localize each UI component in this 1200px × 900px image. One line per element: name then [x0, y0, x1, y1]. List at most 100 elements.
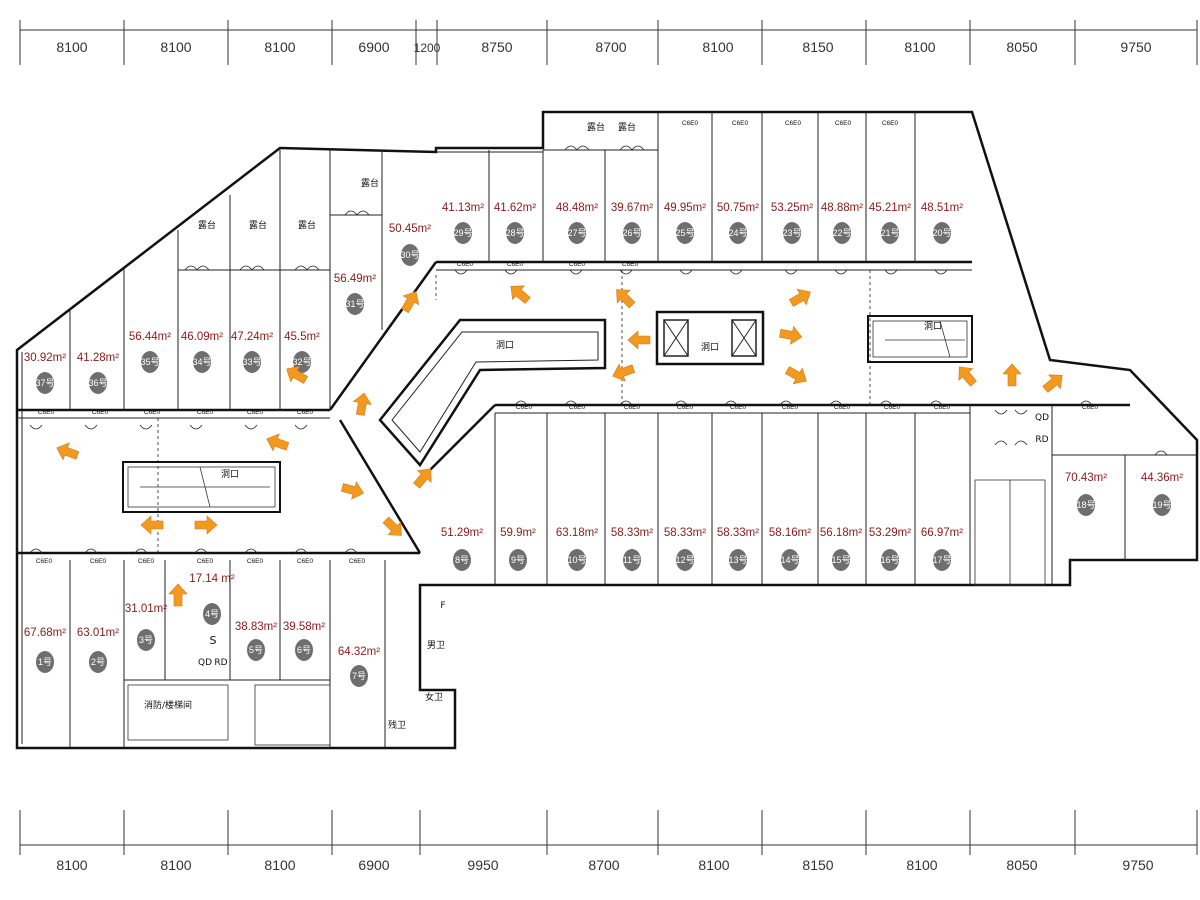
unit-area-label: 63.01m² — [77, 627, 119, 639]
top-dim-5: 1200 — [414, 41, 441, 55]
unit-number-badge — [832, 549, 850, 571]
door-code: C6E0 — [677, 404, 694, 411]
flow-arrow-icon — [1002, 363, 1022, 387]
unit-number-label: 17号 — [932, 555, 951, 565]
unit-area-label: 56.18m² — [820, 527, 862, 539]
unit-area-label: 51.29m² — [441, 527, 483, 539]
unit-area-label: 41.28m² — [77, 352, 119, 364]
unit-number-label: 20号 — [932, 228, 951, 238]
unit-number-badge — [676, 549, 694, 571]
door-code: C6E0 — [569, 404, 586, 411]
unit-number-label: 29号 — [453, 228, 472, 238]
unit-number-badge — [454, 222, 472, 244]
flow-arrow-icon — [612, 363, 636, 382]
flow-arrow-icon — [788, 288, 811, 307]
door-code: C6E0 — [297, 558, 314, 565]
unit-number-badge — [350, 665, 368, 687]
unit-number-badge — [1077, 494, 1095, 516]
unit-area-label: 53.29m² — [869, 527, 911, 539]
unit-number-label: 1号 — [38, 657, 52, 667]
unit-area-label: 47.24m² — [231, 331, 273, 343]
unit-number-label: 7号 — [352, 671, 366, 681]
unit-number-label: 4号 — [205, 609, 219, 619]
bottom-dimension-bar: 8100 8100 8100 6900 9950 8700 8100 8150 … — [19, 810, 1198, 873]
flow-arrow-icon — [140, 515, 164, 535]
door-code: C6E0 — [38, 409, 55, 416]
unit-area-label: 48.51m² — [921, 202, 963, 214]
flow-arrow-icon — [382, 516, 402, 536]
opening-label: 洞口 — [701, 342, 719, 353]
unit-area-label: 38.83m² — [235, 621, 277, 633]
unit-area-label: 70.43m² — [1065, 472, 1107, 484]
unit-number-label: 14号 — [780, 555, 799, 565]
elevator-core — [655, 310, 765, 366]
unit-number-badge — [247, 639, 265, 661]
unit-number-badge — [36, 372, 54, 394]
unit-area-label: 50.45m² — [389, 223, 431, 235]
unit-number-badge — [137, 629, 155, 651]
flow-arrow-icon — [616, 289, 636, 309]
unit-number-badge — [506, 222, 524, 244]
door-code: C6E0 — [682, 120, 699, 127]
flow-arrow-icon — [194, 515, 218, 535]
unit-number-badge — [623, 222, 641, 244]
unit-area-label: 41.13m² — [442, 202, 484, 214]
unit-number-badge — [729, 549, 747, 571]
stairs — [122, 315, 1046, 746]
unit-number-badge — [1153, 494, 1171, 516]
door-code: C6E0 — [569, 261, 586, 268]
unit-number-badge — [509, 549, 527, 571]
unit-area-label: 53.25m² — [771, 202, 813, 214]
unit-number-badge — [141, 351, 159, 373]
bottom-dim-11: 9750 — [1122, 857, 1153, 873]
door-code: C6E0 — [834, 404, 851, 411]
bottom-dim-3: 8100 — [264, 857, 295, 873]
door-code: C6E0 — [732, 120, 749, 127]
unit-area-label: 39.58m² — [283, 621, 325, 633]
unit-area-label: 56.49m² — [334, 273, 376, 285]
unit-area-label: 66.97m² — [921, 527, 963, 539]
door-code: C6E0 — [516, 404, 533, 411]
unit-area-label: 58.16m² — [769, 527, 811, 539]
unit-number-badge — [36, 651, 54, 673]
top-dim-11: 8050 — [1006, 39, 1037, 55]
unit-number-badge — [295, 639, 313, 661]
balcony-label: 露台 — [298, 219, 316, 231]
door-code: C6E0 — [349, 558, 366, 565]
bottom-dim-5: 9950 — [467, 857, 498, 873]
left-wing-partitions — [69, 150, 383, 410]
dashed-guides — [16, 270, 871, 553]
top-dim-6: 8750 — [481, 39, 512, 55]
balcony-label: 露台 — [587, 121, 605, 133]
opening-label: 洞口 — [221, 469, 239, 480]
bottom-right-partitions — [494, 405, 1197, 585]
unit-number-label: 6号 — [297, 645, 311, 655]
bottom-dim-2: 8100 — [160, 857, 191, 873]
bottom-dim-7: 8100 — [698, 857, 729, 873]
unit-number-badge — [568, 549, 586, 571]
door-code: C6E0 — [782, 404, 799, 411]
rd-label: RD — [1035, 435, 1048, 445]
opening-label: 洞口 — [924, 321, 942, 332]
door-code: C6E0 — [785, 120, 802, 127]
rd-label: RD — [214, 658, 227, 668]
unit-number-badge — [568, 222, 586, 244]
unit-area-label: 46.09m² — [181, 331, 223, 343]
unit-area-label: 45.21m² — [869, 202, 911, 214]
unit-number-label: 25号 — [675, 228, 694, 238]
door-code: C6E0 — [138, 558, 155, 565]
unit-area-label: 64.32m² — [338, 646, 380, 658]
flow-arrow-icon — [1042, 374, 1063, 393]
door-code: C6E0 — [144, 409, 161, 416]
unit-area-label: 45.5m² — [284, 331, 320, 343]
unit-number-label: 33号 — [242, 357, 261, 367]
unit-area-label: 58.33m² — [611, 527, 653, 539]
unit-number-label: 37号 — [35, 378, 54, 388]
flow-arrow-icon — [168, 583, 188, 607]
unit-number-label: 8号 — [455, 555, 469, 565]
unit-area-label: 39.67m² — [611, 202, 653, 214]
top-dim-4: 6900 — [358, 39, 389, 55]
bottom-dim-6: 8700 — [588, 857, 619, 873]
